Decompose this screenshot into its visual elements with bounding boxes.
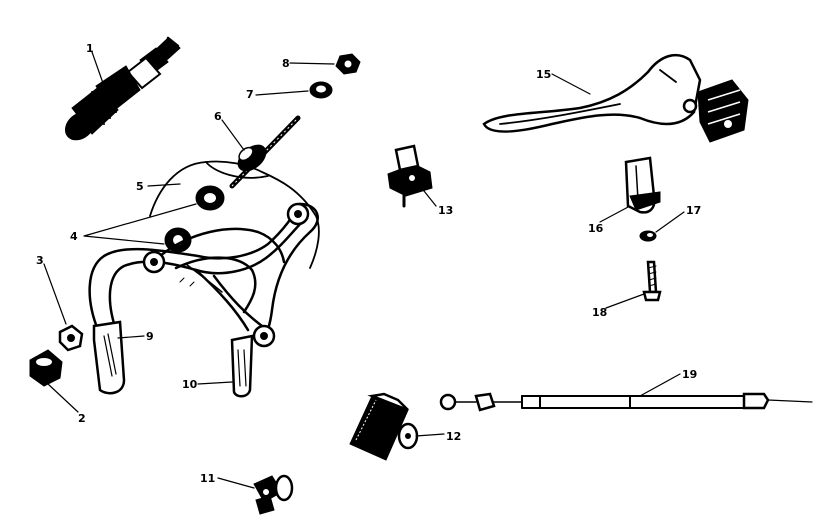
- part-1-adjuster-bolt: [65, 36, 181, 141]
- part-15-brake-lever: [482, 53, 749, 143]
- leader-8: [289, 62, 335, 65]
- callout-11: 11: [200, 472, 215, 485]
- callout-2: 2: [78, 412, 86, 425]
- part-17-small-washer: [639, 230, 657, 242]
- part-3-nut: [58, 324, 84, 352]
- part-7-washer: [309, 81, 333, 99]
- callout-9: 9: [146, 330, 154, 343]
- leader-6: [221, 119, 245, 151]
- leader-4: [83, 203, 197, 245]
- part-2-acorn-nut: [29, 349, 63, 387]
- callout-13: 13: [438, 204, 453, 217]
- leader-1: [91, 51, 105, 87]
- leader-9: [117, 335, 145, 339]
- leader-5: [147, 183, 181, 187]
- part-18-screw: [642, 260, 662, 302]
- leader-3: [43, 263, 67, 325]
- callout-17: 17: [686, 204, 701, 217]
- callout-18: 18: [592, 306, 607, 319]
- leader-18: [605, 293, 645, 309]
- leader-15: [551, 73, 591, 95]
- callout-15: 15: [536, 68, 551, 81]
- part-5-spring: [149, 160, 320, 269]
- part-11-anchor-bolt: [253, 474, 294, 515]
- callout-7: 7: [246, 88, 254, 101]
- caliper-arms: [88, 202, 319, 398]
- leader-2: [47, 383, 79, 413]
- leader-12: [415, 433, 445, 437]
- part-6-pivot-bolt: [229, 115, 301, 189]
- callout-5: 5: [136, 180, 144, 193]
- leader-13: [419, 185, 437, 207]
- part-4-washers: [164, 185, 225, 253]
- callout-12: 12: [446, 430, 461, 443]
- callout-10: 10: [182, 378, 198, 391]
- leader-16: [599, 205, 631, 223]
- callout-16: 16: [588, 222, 604, 235]
- leader-11: [217, 477, 255, 489]
- part-8-nut: [335, 53, 361, 75]
- callout-6: 6: [214, 110, 222, 123]
- callout-3: 3: [36, 254, 44, 267]
- callout-1: 1: [86, 42, 94, 55]
- part-13-cable-clamp: [387, 144, 433, 208]
- leader-7: [255, 90, 309, 96]
- part-16-clip: [624, 156, 661, 214]
- leader-10: [197, 381, 233, 385]
- leader-19: [639, 373, 681, 397]
- part-12-adjuster: [349, 392, 419, 461]
- callout-19: 19: [682, 368, 697, 381]
- part-19-brake-cable: [439, 392, 813, 412]
- callout-8: 8: [282, 57, 290, 70]
- callout-4: 4: [70, 230, 78, 243]
- leader-17: [655, 211, 685, 233]
